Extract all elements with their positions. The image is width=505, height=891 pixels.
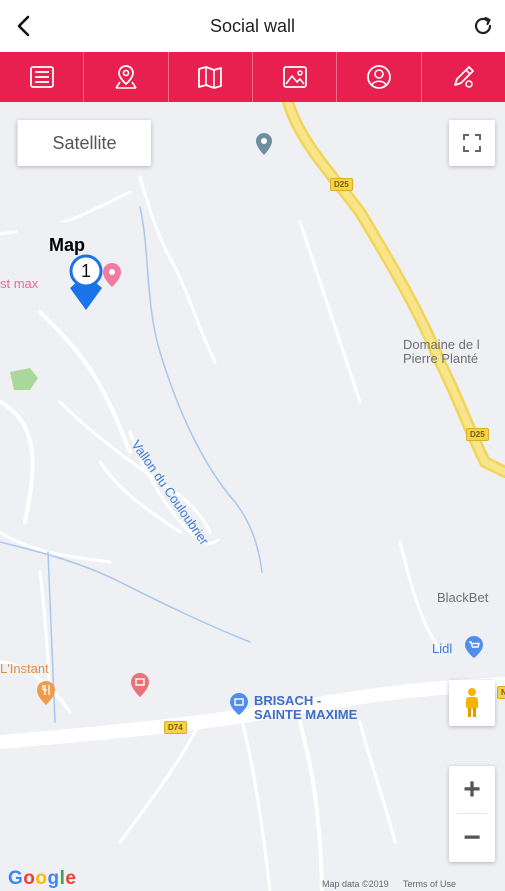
place-label-domaine: Domaine de l Pierre Planté	[403, 337, 480, 367]
toolbar-profile-button[interactable]	[337, 52, 422, 102]
google-logo-letter: G	[8, 868, 24, 889]
toolbar-list-button[interactable]	[0, 52, 85, 102]
shop-pin-icon[interactable]	[130, 672, 150, 698]
pegman-icon	[466, 688, 478, 717]
chevron-left-icon	[17, 15, 30, 37]
map-view[interactable]: Map Satellite D25 D25 D74 N Domaine de l…	[0, 102, 505, 891]
google-logo-letter: o	[23, 868, 36, 889]
marker-number: 1	[81, 261, 91, 281]
numbered-marker[interactable]: 1	[66, 254, 106, 312]
toolbar-map-button[interactable]	[169, 52, 253, 102]
place-label-brisach[interactable]: BRISACH - SAINTE MAXIME	[254, 693, 358, 723]
fullscreen-button[interactable]	[449, 120, 495, 166]
google-logo-letter: e	[65, 868, 77, 889]
terms-of-use-link[interactable]: Terms of Use	[403, 879, 457, 889]
fullscreen-icon	[463, 134, 481, 152]
zoom-out-button[interactable]: −	[463, 820, 481, 854]
header-bar: Social wall	[0, 0, 505, 52]
google-logo-letter: o	[35, 868, 48, 889]
profile-icon	[367, 65, 391, 89]
gray-place-pin-icon[interactable]	[255, 132, 273, 156]
shopping-cart-pin-icon[interactable]	[464, 635, 484, 659]
zoom-in-button[interactable]: +	[463, 772, 481, 806]
google-logo-letter: l	[59, 868, 66, 889]
google-logo-letter: g	[47, 868, 60, 889]
pink-place-pin-icon[interactable]	[102, 262, 122, 288]
place-label-blackbet: BlackBet	[437, 590, 489, 605]
map-data-credit: Map data ©2019	[322, 879, 389, 889]
photo-icon	[282, 66, 307, 88]
place-label-st-max[interactable]: st max	[0, 276, 39, 291]
toolbar-location-button[interactable]	[84, 52, 169, 102]
refresh-icon	[474, 16, 492, 35]
google-logo: Google	[8, 868, 76, 890]
place-label-lidl[interactable]: Lidl	[432, 641, 453, 656]
street-view-button[interactable]	[449, 680, 495, 726]
section-toolbar	[0, 52, 505, 102]
restaurant-pin-icon[interactable]	[36, 680, 56, 706]
map-base-layer	[0, 102, 505, 891]
refresh-button[interactable]	[469, 12, 497, 40]
road-shield-d25: D25	[330, 178, 353, 191]
map-type-satellite-button[interactable]: Satellite	[17, 120, 151, 166]
page-title: Social wall	[209, 15, 296, 36]
location-pin-icon	[115, 65, 137, 89]
map-type-control: Map Satellite	[17, 120, 151, 268]
map-attribution: Map data ©2019 Terms of Use	[322, 879, 468, 889]
map-icon	[198, 66, 223, 89]
zoom-control: + −	[449, 766, 495, 862]
toolbar-photo-button[interactable]	[253, 52, 338, 102]
road-shield-edge: N	[497, 686, 505, 699]
pen-icon	[454, 66, 475, 88]
store-pin-icon[interactable]	[229, 692, 249, 716]
google-logo-text: Google	[8, 868, 76, 889]
back-button[interactable]	[10, 12, 38, 40]
place-label-linstant[interactable]: L'Instant	[0, 661, 49, 676]
list-icon	[29, 66, 54, 88]
zoom-divider	[457, 813, 487, 814]
map-type-map-button[interactable]: Map	[17, 222, 117, 268]
toolbar-write-button[interactable]	[422, 52, 505, 102]
road-shield-d74: D74	[164, 721, 187, 734]
road-shield-d25: D25	[466, 428, 489, 441]
